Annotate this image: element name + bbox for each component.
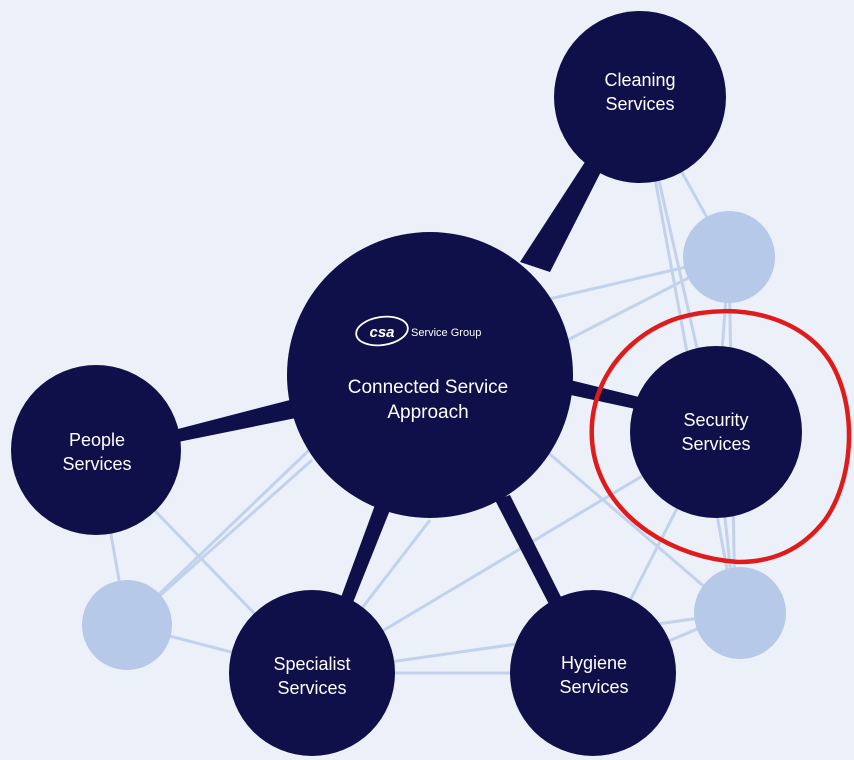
highlight-circle [589, 309, 852, 565]
csa-logo-oval [355, 315, 409, 347]
spoke-people [174, 400, 296, 442]
people-label-line-2: Services [62, 454, 131, 474]
hub-title-line-2: Approach [387, 402, 468, 423]
satellite-node [683, 211, 775, 303]
security-label-line-2: Services [681, 434, 750, 454]
node-cleaning-services[interactable] [554, 11, 726, 183]
hygiene-label-line-2: Services [559, 677, 628, 697]
node-people-services[interactable] [11, 365, 181, 535]
specialist-label-line-2: Services [277, 678, 346, 698]
node-security-services[interactable] [630, 346, 802, 518]
cleaning-label-line-2: Services [605, 94, 674, 114]
security-label-line-1: Security [683, 410, 748, 430]
brand-name: Service Group [411, 327, 481, 339]
spoke-hygiene [495, 495, 565, 610]
cleaning-label-line-1: Cleaning [604, 70, 675, 90]
hygiene-label-line-1: Hygiene [561, 653, 627, 673]
hub-spokes [174, 142, 643, 610]
node-specialist-services[interactable] [229, 590, 395, 756]
spoke-security [566, 380, 643, 410]
csa-logo-text: csa [369, 324, 394, 341]
spoke-cleaning [520, 142, 612, 272]
specialist-label-line-1: Specialist [273, 654, 350, 674]
connector-line [125, 428, 332, 627]
csa-logo: csa [355, 315, 409, 347]
node-hygiene-services[interactable] [510, 590, 676, 756]
spoke-specialist [340, 505, 390, 605]
satellite-node [694, 567, 786, 659]
hub-title-line-1: Connected Service [348, 377, 509, 398]
people-label-line-1: People [69, 430, 125, 450]
node-hub-connected-service[interactable] [287, 232, 573, 518]
satellite-node [82, 580, 172, 670]
